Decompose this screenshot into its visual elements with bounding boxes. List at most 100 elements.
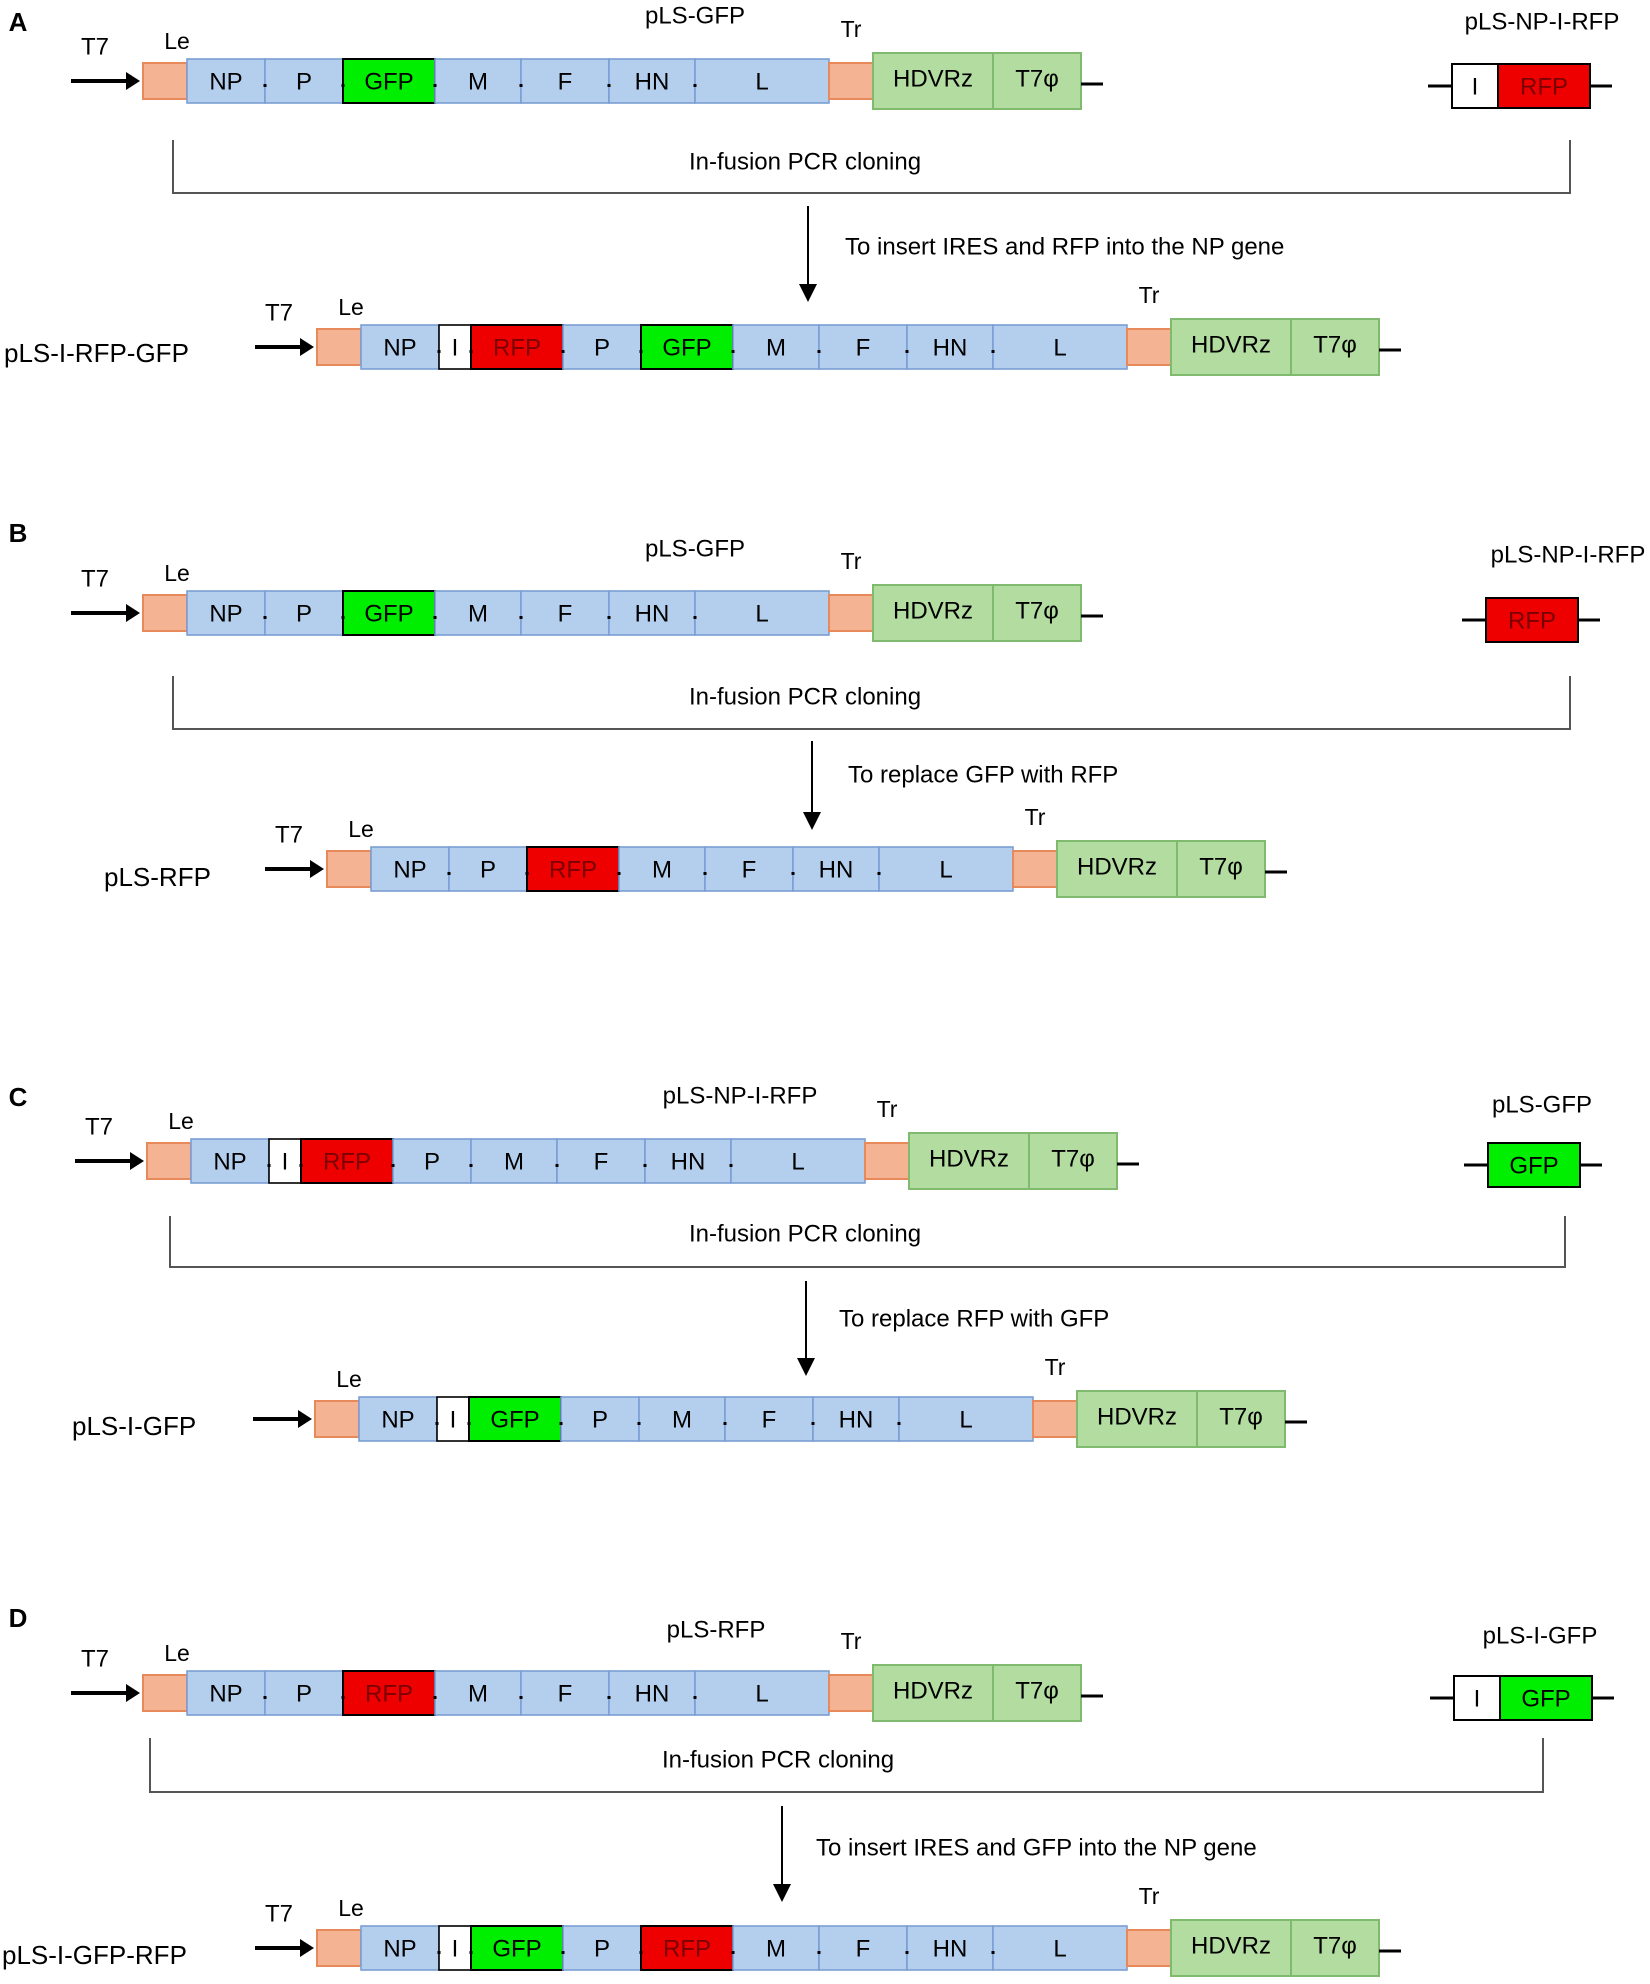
terminator-box bbox=[1290, 1919, 1380, 1977]
leader-box bbox=[326, 850, 372, 888]
trailer-box bbox=[1126, 328, 1172, 366]
gene-box-np bbox=[358, 1396, 438, 1442]
gene-label-hn: HN bbox=[635, 69, 670, 96]
gene-label-i: I bbox=[450, 1407, 457, 1434]
junction-dot bbox=[817, 1951, 821, 1954]
terminator-label: T7φ bbox=[1015, 598, 1059, 625]
gene-box-p bbox=[560, 1396, 640, 1442]
trailer-label: Tr bbox=[877, 1096, 898, 1122]
gene-box-m bbox=[638, 1396, 726, 1442]
gene-box-np bbox=[360, 1925, 440, 1971]
gene-label-p: P bbox=[296, 601, 312, 628]
junction-dot bbox=[693, 84, 697, 87]
terminator-label: T7φ bbox=[1199, 854, 1243, 881]
trailer-box bbox=[828, 1674, 874, 1712]
terminator-box bbox=[1290, 318, 1380, 376]
promoter-arrow-head bbox=[130, 1152, 144, 1170]
gene-label-p: P bbox=[592, 1407, 608, 1434]
trailer-box bbox=[1126, 1929, 1172, 1967]
terminator-box bbox=[992, 1664, 1082, 1722]
junction-dot bbox=[435, 1422, 439, 1425]
insert-plasmid-title: pLS-NP-I-RFP bbox=[1465, 9, 1620, 36]
ribozyme-box bbox=[1076, 1390, 1198, 1448]
promoter-label: T7 bbox=[85, 1114, 113, 1141]
gene-box-f bbox=[818, 1925, 908, 1971]
junction-dot bbox=[617, 872, 621, 875]
gene-box-l bbox=[898, 1396, 1034, 1442]
terminator-box bbox=[1028, 1132, 1118, 1190]
gene-box-hn bbox=[608, 1670, 696, 1716]
trailer-box bbox=[1012, 850, 1058, 888]
cloning-label: In-fusion PCR cloning bbox=[662, 1747, 894, 1774]
ribozyme-label: HDVRz bbox=[1191, 1933, 1271, 1960]
gene-label-rfp: RFP bbox=[323, 1149, 371, 1176]
ribozyme-label: HDVRz bbox=[1077, 854, 1157, 881]
ribozyme-label: HDVRz bbox=[929, 1146, 1009, 1173]
gene-box-m bbox=[732, 324, 820, 370]
junction-dot bbox=[723, 1422, 727, 1425]
gene-box-f bbox=[724, 1396, 814, 1442]
gene-label-l: L bbox=[1053, 335, 1066, 362]
gene-box-l bbox=[694, 1670, 830, 1716]
junction-dot bbox=[729, 1164, 733, 1167]
step-label: To insert IRES and RFP into the NP gene bbox=[845, 234, 1284, 261]
trailer-box bbox=[828, 62, 874, 100]
terminator-label: T7φ bbox=[1051, 1146, 1095, 1173]
junction-dot bbox=[519, 616, 523, 619]
promoter-arrow-head bbox=[310, 860, 324, 878]
gene-label-p: P bbox=[594, 1936, 610, 1963]
insert-part-label-gfp: GFP bbox=[1521, 1686, 1570, 1713]
terminator-box bbox=[992, 584, 1082, 642]
gene-box-rfp bbox=[342, 1670, 436, 1716]
gene-label-np: NP bbox=[213, 1149, 246, 1176]
leader-label: Le bbox=[164, 28, 190, 54]
gene-label-p: P bbox=[296, 1681, 312, 1708]
trailer-label: Tr bbox=[841, 1628, 862, 1654]
leader-label: Le bbox=[348, 816, 374, 842]
gene-box-m bbox=[434, 590, 522, 636]
gene-label-hn: HN bbox=[635, 601, 670, 628]
insert-part-gfp bbox=[1499, 1675, 1593, 1721]
gene-label-m: M bbox=[468, 601, 488, 628]
promoter-label: T7 bbox=[275, 822, 303, 849]
leader-label: Le bbox=[338, 1895, 364, 1921]
gene-box-gfp bbox=[468, 1396, 562, 1442]
gene-box-i bbox=[268, 1138, 302, 1184]
gene-label-p: P bbox=[424, 1149, 440, 1176]
gene-box-hn bbox=[644, 1138, 732, 1184]
gene-label-m: M bbox=[468, 1681, 488, 1708]
trailer-label: Tr bbox=[1045, 1354, 1066, 1380]
gene-box-f bbox=[704, 846, 794, 892]
leader-box bbox=[314, 1400, 360, 1438]
trailer-label: Tr bbox=[841, 16, 862, 42]
trailer-box bbox=[864, 1142, 910, 1180]
gene-box-i bbox=[438, 324, 472, 370]
gene-label-l: L bbox=[755, 69, 768, 96]
step-arrow-head bbox=[797, 1358, 815, 1376]
gene-box-np bbox=[190, 1138, 270, 1184]
gene-label-m: M bbox=[504, 1149, 524, 1176]
promoter-arrow-head bbox=[300, 338, 314, 356]
trailer-box bbox=[1032, 1400, 1078, 1438]
trailer-box bbox=[828, 594, 874, 632]
terminator-box bbox=[1196, 1390, 1286, 1448]
step-label: To replace RFP with GFP bbox=[839, 1306, 1109, 1333]
leader-label: Le bbox=[336, 1366, 362, 1392]
gene-box-hn bbox=[906, 1925, 994, 1971]
ribozyme-label: HDVRz bbox=[1097, 1404, 1177, 1431]
gene-label-p: P bbox=[296, 69, 312, 96]
cloning-bracket bbox=[169, 1216, 1566, 1268]
gene-label-rfp: RFP bbox=[365, 1681, 413, 1708]
terminator-box bbox=[992, 52, 1082, 110]
result-plasmid-title: pLS-I-RFP-GFP bbox=[4, 338, 189, 368]
ribozyme-box bbox=[872, 584, 994, 642]
gene-label-gfp: GFP bbox=[364, 69, 413, 96]
ribozyme-label: HDVRz bbox=[893, 598, 973, 625]
gene-label-np: NP bbox=[381, 1407, 414, 1434]
gene-box-np bbox=[360, 324, 440, 370]
terminator-box bbox=[1176, 840, 1266, 898]
junction-dot bbox=[639, 350, 643, 353]
